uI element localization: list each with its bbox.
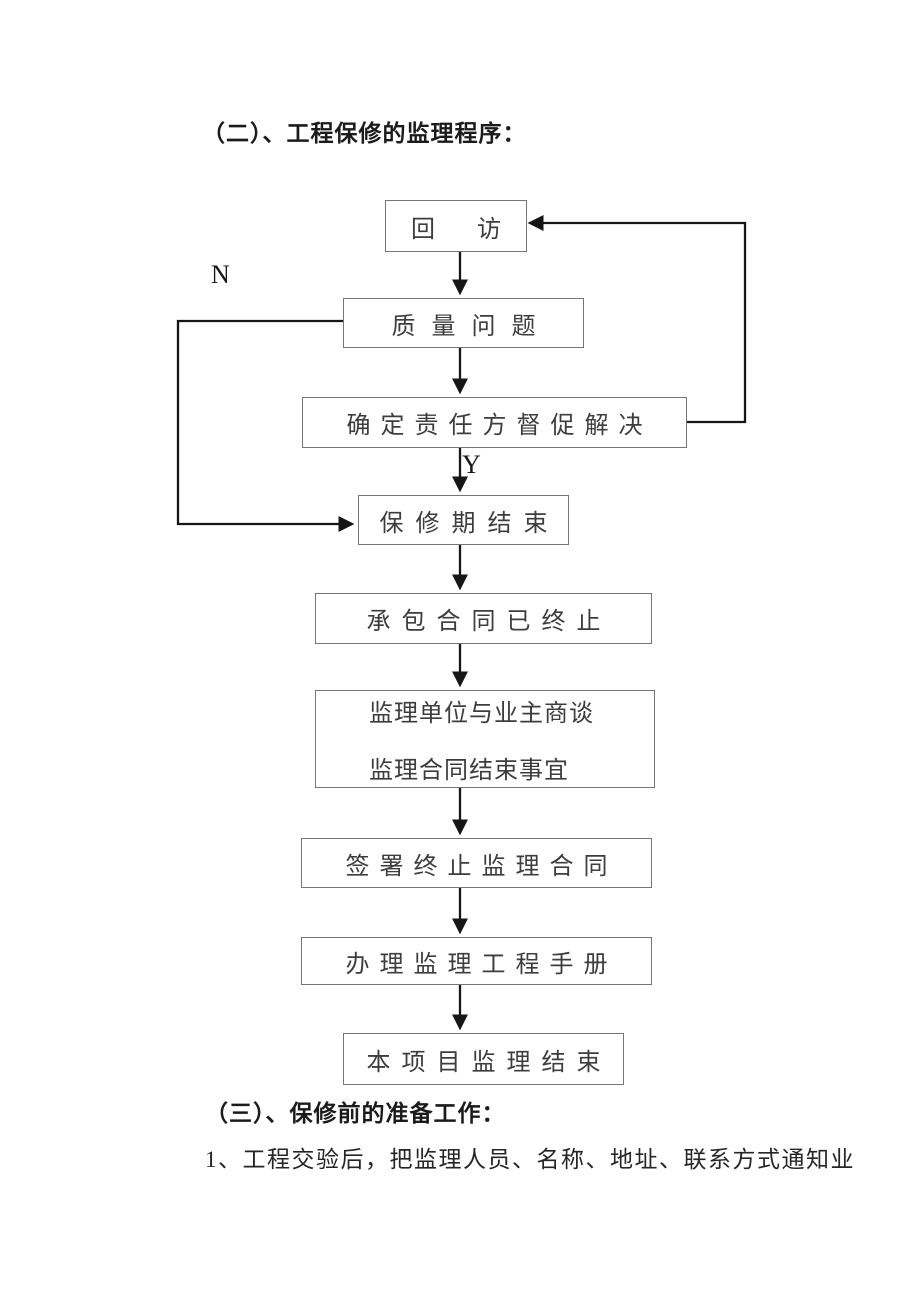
flow-node-label-line1: 监理单位与业主商谈 (369, 701, 594, 727)
flow-node-sign-termination: 签署终止监理合同 (301, 838, 652, 888)
flow-node-label: 回访 (411, 216, 543, 243)
flow-node-label: 质量问题 (391, 313, 552, 340)
flow-node-supervision-handbook: 办理监理工程手册 (301, 937, 652, 985)
flow-node-negotiate-contract-end: 监理单位与业主商谈 监理合同结束事宜 (315, 690, 655, 788)
section3-heading: （三）、保修前的准备工作： (205, 1100, 506, 1126)
flow-node-label: 保修期结束 (379, 510, 560, 537)
section2-heading: （二）、工程保修的监理程序： (202, 120, 527, 146)
flow-node-label: 确定责任方督促解决 (346, 413, 653, 439)
branch-label-no: N (211, 260, 230, 289)
flow-node-label: 本项目监理结束 (366, 1049, 612, 1076)
flow-node-assign-responsibility: 确定责任方督促解决 (302, 397, 687, 448)
connector-feedback-loop (527, 214, 747, 424)
flow-node-quality-issue: 质量问题 (343, 298, 584, 348)
flow-node-contract-terminated: 承包合同已终止 (315, 593, 652, 644)
flow-node-return-visit: 回访 (385, 200, 527, 252)
flow-node-label-line2: 监理合同结束事宜 (369, 758, 569, 784)
flow-node-label: 签署终止监理合同 (345, 853, 618, 880)
connector-no-branch-loop (176, 319, 355, 533)
section3-item1: 1、工程交验后，把监理人员、名称、地址、联系方式通知业 (205, 1147, 855, 1172)
branch-label-yes: Y (462, 450, 481, 479)
flow-node-project-supervision-end: 本项目监理结束 (343, 1033, 624, 1085)
flow-node-warranty-period-end: 保修期结束 (358, 495, 569, 545)
flow-node-label: 承包合同已终止 (366, 609, 612, 635)
flow-node-label: 办理监理工程手册 (345, 951, 618, 978)
